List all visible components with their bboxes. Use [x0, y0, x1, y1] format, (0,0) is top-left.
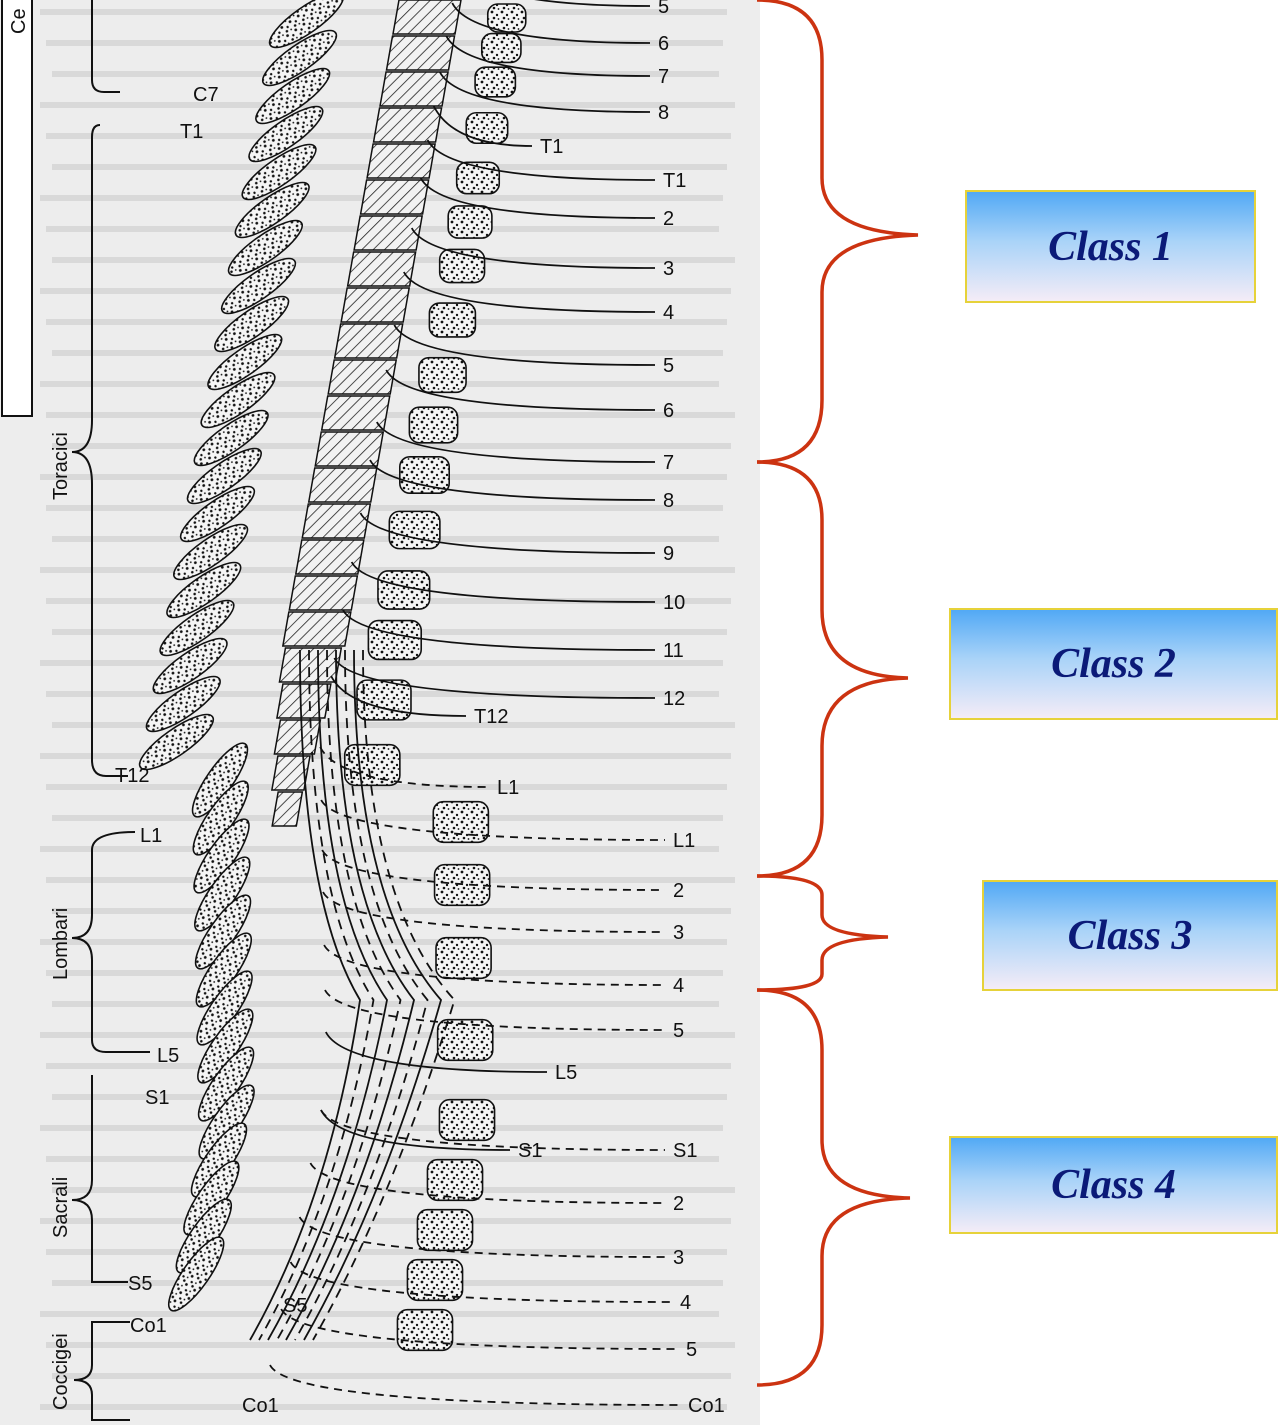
class-3-box: Class 3	[982, 880, 1278, 991]
bracket-class-2	[757, 462, 908, 876]
class-4-box: Class 4	[949, 1136, 1278, 1234]
class-2-box: Class 2	[949, 608, 1278, 720]
bracket-class-4	[757, 990, 910, 1385]
bracket-class-3	[757, 876, 888, 990]
class-1-box: Class 1	[965, 190, 1256, 303]
class-4-label: Class 4	[1051, 1161, 1176, 1209]
class-1-label: Class 1	[1048, 223, 1173, 271]
class-2-label: Class 2	[1051, 640, 1176, 688]
bracket-class-1	[757, 0, 918, 462]
class-3-label: Class 3	[1068, 912, 1193, 960]
